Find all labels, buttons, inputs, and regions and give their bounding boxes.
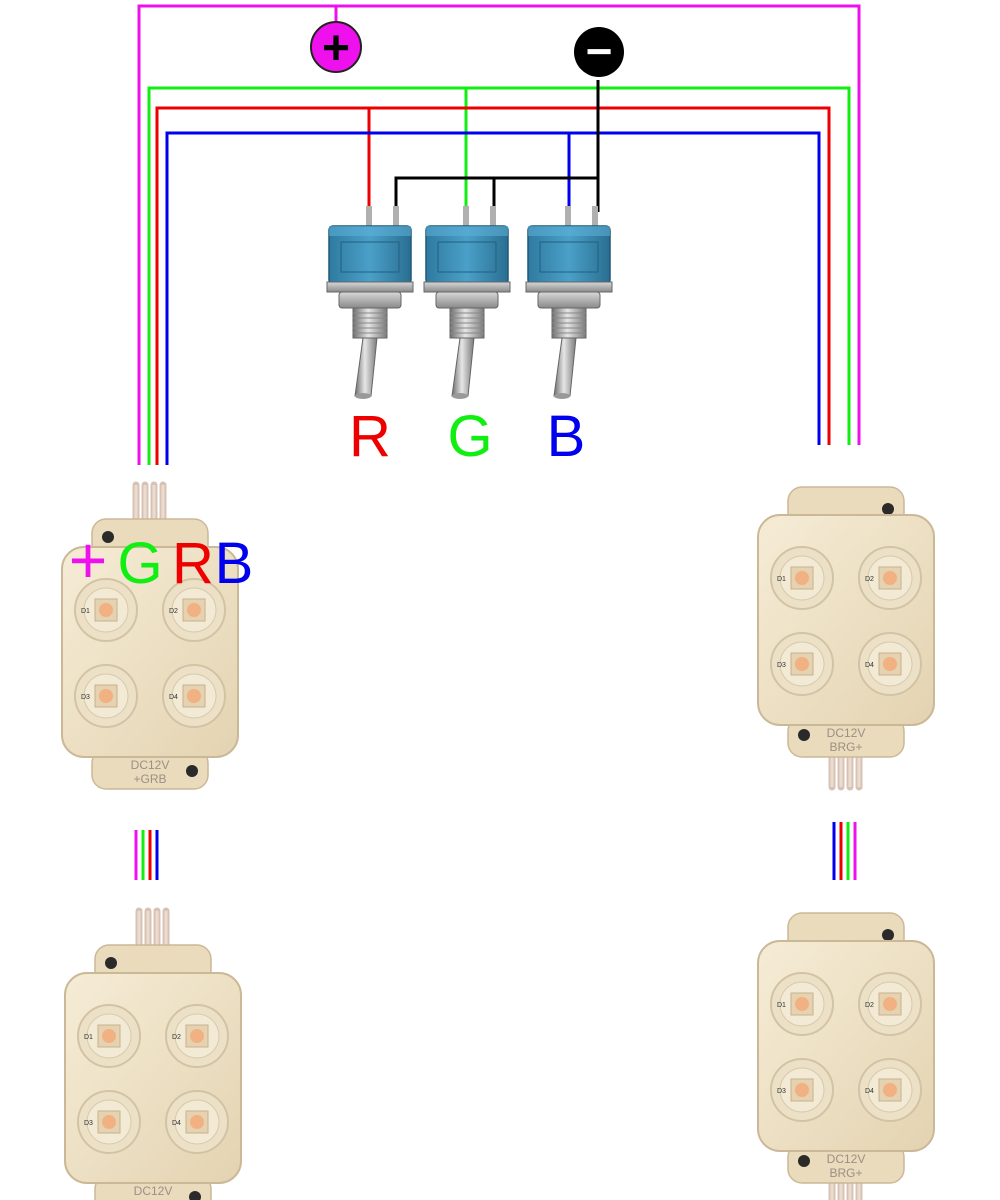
wire-red bbox=[155, 106, 831, 465]
pin-label-b: B bbox=[215, 531, 254, 596]
led-designator: D1 bbox=[81, 608, 90, 615]
module-voltage-label: DC12V bbox=[134, 1184, 173, 1198]
led-designator: D3 bbox=[777, 1088, 786, 1095]
minus-terminal: − bbox=[574, 25, 624, 77]
led-1: D1 bbox=[74, 578, 138, 642]
plus-terminal-symbol: + bbox=[322, 22, 350, 75]
led-designator: D2 bbox=[169, 608, 178, 615]
led-2: D2 bbox=[858, 546, 922, 610]
led-2: D2 bbox=[162, 578, 226, 642]
led-designator: D4 bbox=[169, 694, 178, 701]
pin-label-g: G bbox=[117, 531, 162, 596]
led-designator: D1 bbox=[777, 576, 786, 583]
switch-label-r: R bbox=[349, 404, 391, 469]
jumper-right bbox=[832, 822, 857, 880]
toggle-switch-r[interactable] bbox=[326, 206, 414, 399]
led-designator: D2 bbox=[865, 576, 874, 583]
led-3: D3 bbox=[77, 1090, 141, 1154]
wire-blue bbox=[165, 131, 821, 465]
module-pin-order-label: +GRB bbox=[136, 1198, 169, 1200]
led-4: D4 bbox=[165, 1090, 229, 1154]
led-2: D2 bbox=[858, 972, 922, 1036]
toggle-switch-b[interactable] bbox=[525, 206, 613, 399]
led-1: D1 bbox=[77, 1004, 141, 1068]
led-designator: D4 bbox=[865, 1088, 874, 1095]
module-pin-order-label: BRG+ bbox=[829, 1166, 862, 1180]
led-3: D3 bbox=[770, 632, 834, 696]
led-4: D4 bbox=[162, 664, 226, 728]
led-designator: D1 bbox=[777, 1002, 786, 1009]
switch-label-b: B bbox=[547, 404, 586, 469]
toggle-switch-g[interactable] bbox=[423, 206, 511, 399]
led-designator: D4 bbox=[865, 662, 874, 669]
module-pin-order-label: BRG+ bbox=[829, 740, 862, 754]
switch-label-g: G bbox=[447, 404, 492, 469]
led-3: D3 bbox=[74, 664, 138, 728]
led-designator: D3 bbox=[81, 694, 90, 701]
led-3: D3 bbox=[770, 1058, 834, 1122]
pin-label-plus: + bbox=[69, 523, 108, 597]
plus-terminal: + bbox=[310, 21, 362, 75]
led-1: D1 bbox=[770, 546, 834, 610]
led-designator: D1 bbox=[84, 1034, 93, 1041]
led-designator: D3 bbox=[84, 1120, 93, 1127]
led-designator: D2 bbox=[865, 1002, 874, 1009]
led-1: D1 bbox=[770, 972, 834, 1036]
led-designator: D4 bbox=[172, 1120, 181, 1127]
module-voltage-label: DC12V bbox=[131, 758, 170, 772]
module-pin-order-label: +GRB bbox=[133, 772, 166, 786]
pin-label-r: R bbox=[172, 531, 214, 596]
module-voltage-label: DC12V bbox=[827, 1152, 866, 1166]
led-4: D4 bbox=[858, 632, 922, 696]
led-designator: D3 bbox=[777, 662, 786, 669]
led-2: D2 bbox=[165, 1004, 229, 1068]
module-voltage-label: DC12V bbox=[827, 726, 866, 740]
led-4: D4 bbox=[858, 1058, 922, 1122]
led-designator: D2 bbox=[172, 1034, 181, 1041]
jumper-left bbox=[134, 830, 159, 880]
minus-terminal-symbol: − bbox=[586, 25, 613, 77]
